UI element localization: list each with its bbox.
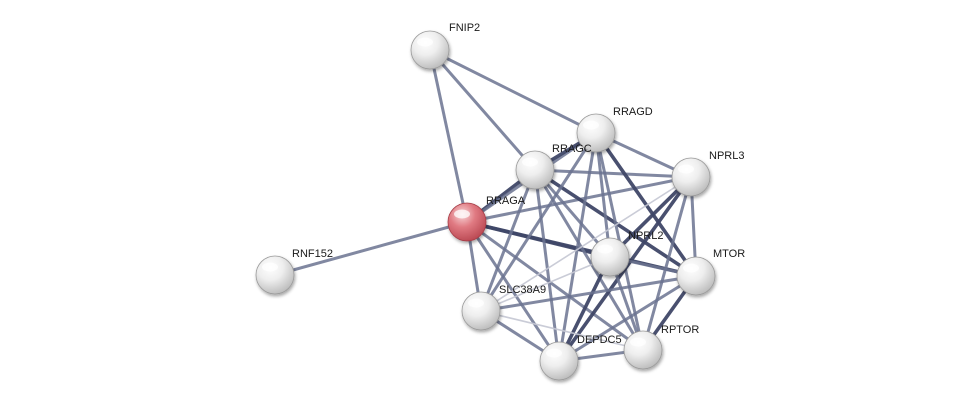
edge-rnf152-rraga[interactable] [273,220,469,277]
node-highlight [454,209,470,219]
node-label-nprl2: NPRL2 [628,230,663,242]
node-label-nprl3: NPRL3 [709,150,744,162]
node-rragc[interactable]: RRAGC [515,143,592,190]
node-label-rnf152: RNF152 [292,248,333,260]
node-highlight [417,37,433,47]
node-label-slc38a9: SLC38A9 [499,284,546,296]
node-fnip2[interactable]: FNIP2 [410,22,480,70]
node-highlight [683,263,699,273]
node-highlight [597,244,613,254]
edge-nprl3-slc38a9[interactable] [480,176,692,312]
node-highlight [630,337,646,347]
edge-rragd-nprl2[interactable] [594,131,612,259]
node-rptor[interactable]: RPTOR [623,324,699,370]
node-rraga[interactable]: RRAGA [447,195,526,242]
edge-mtor-slc38a9[interactable] [479,274,698,313]
edge-rragd-depdc5[interactable] [557,131,598,363]
node-nprl2[interactable]: NPRL2 [590,230,663,277]
node-highlight [522,157,538,167]
node-label-depdc5: DEPDC5 [577,334,622,346]
node-highlight [262,262,278,272]
edge-nprl3-rptor[interactable] [641,175,693,352]
node-sphere-nprl3[interactable] [671,157,711,197]
node-highlight [546,348,562,358]
node-label-rraga: RRAGA [486,195,526,207]
node-rragd[interactable]: RRAGD [576,106,653,153]
node-highlight [583,120,599,130]
node-rnf152[interactable]: RNF152 [255,248,333,295]
node-sphere-mtor[interactable] [676,256,716,296]
node-label-mtor: MTOR [713,248,745,260]
edge-rragd-mtor[interactable] [594,131,698,278]
node-nprl3[interactable]: NPRL3 [671,150,744,197]
node-highlight [468,298,484,308]
node-label-fnip2: FNIP2 [449,22,480,34]
node-sphere-rptor[interactable] [623,330,663,370]
edge-fnip2-rragd[interactable] [428,48,598,135]
edge-mtor-depdc5[interactable] [557,274,698,363]
node-slc38a9[interactable]: SLC38A9 [461,284,546,331]
node-depdc5[interactable]: DEPDC5 [539,334,622,381]
edge-rragd-slc38a9[interactable] [479,131,598,313]
node-sphere-depdc5[interactable] [539,341,579,381]
node-sphere-rraga[interactable] [447,202,487,242]
edge-fnip2-rragc[interactable] [428,48,537,172]
edge-slc38a9-rptor[interactable] [480,310,644,351]
edge-fnip2-rraga[interactable] [428,48,469,224]
edge-nprl2-slc38a9[interactable] [480,256,611,312]
node-label-rragd: RRAGD [613,106,653,118]
node-label-rptor: RPTOR [661,324,699,336]
node-sphere-rragc[interactable] [515,150,555,190]
node-sphere-slc38a9[interactable] [461,291,501,331]
node-sphere-nprl2[interactable] [590,237,630,277]
edge-rragc-slc38a9[interactable] [479,168,537,313]
node-label-rragc: RRAGC [552,143,592,155]
node-mtor[interactable]: MTOR [676,248,745,296]
node-sphere-fnip2[interactable] [410,30,450,70]
node-sphere-rnf152[interactable] [255,255,295,295]
edge-rragc-nprl3[interactable] [533,168,693,179]
node-highlight [678,164,694,174]
